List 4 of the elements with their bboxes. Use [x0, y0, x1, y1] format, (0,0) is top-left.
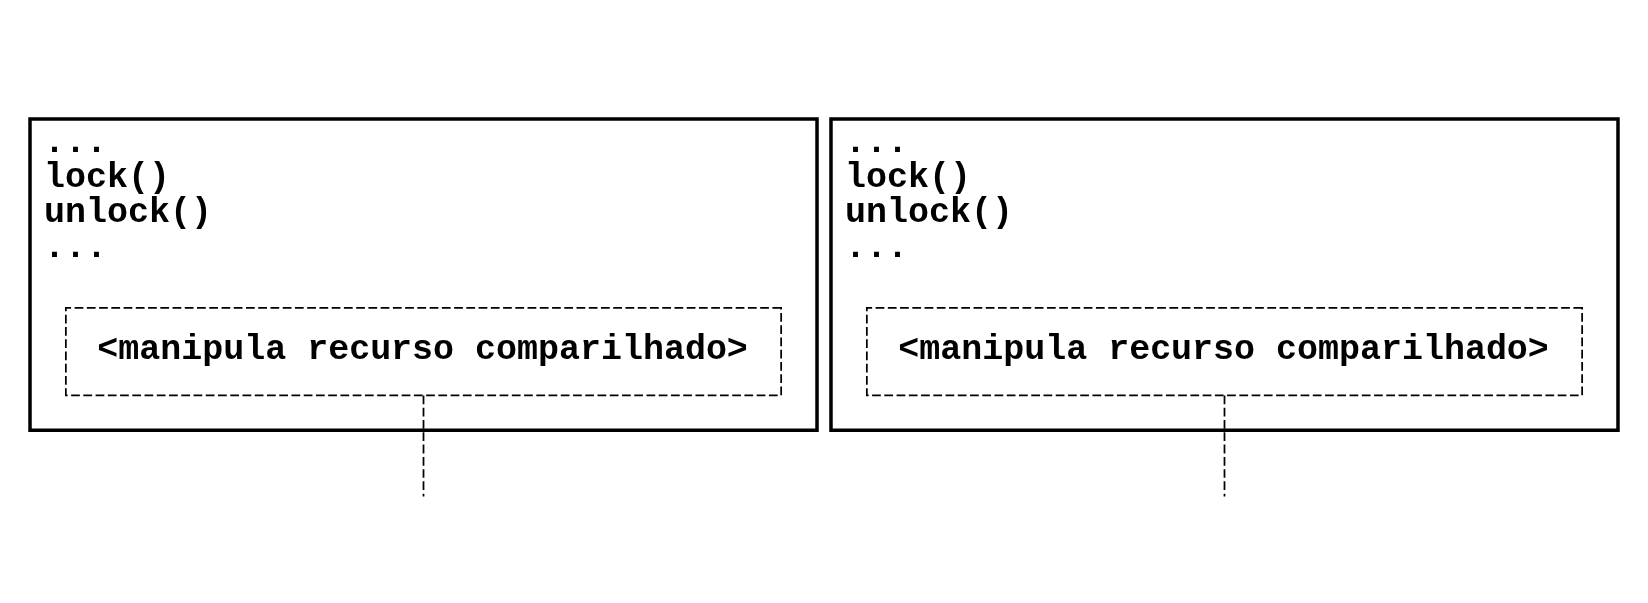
connector	[1223, 394, 1226, 498]
node-box: <manipula recurso comparilhado>	[865, 307, 1583, 397]
node-box: <manipula recurso comparilhado>	[65, 307, 783, 397]
connector	[422, 394, 425, 498]
